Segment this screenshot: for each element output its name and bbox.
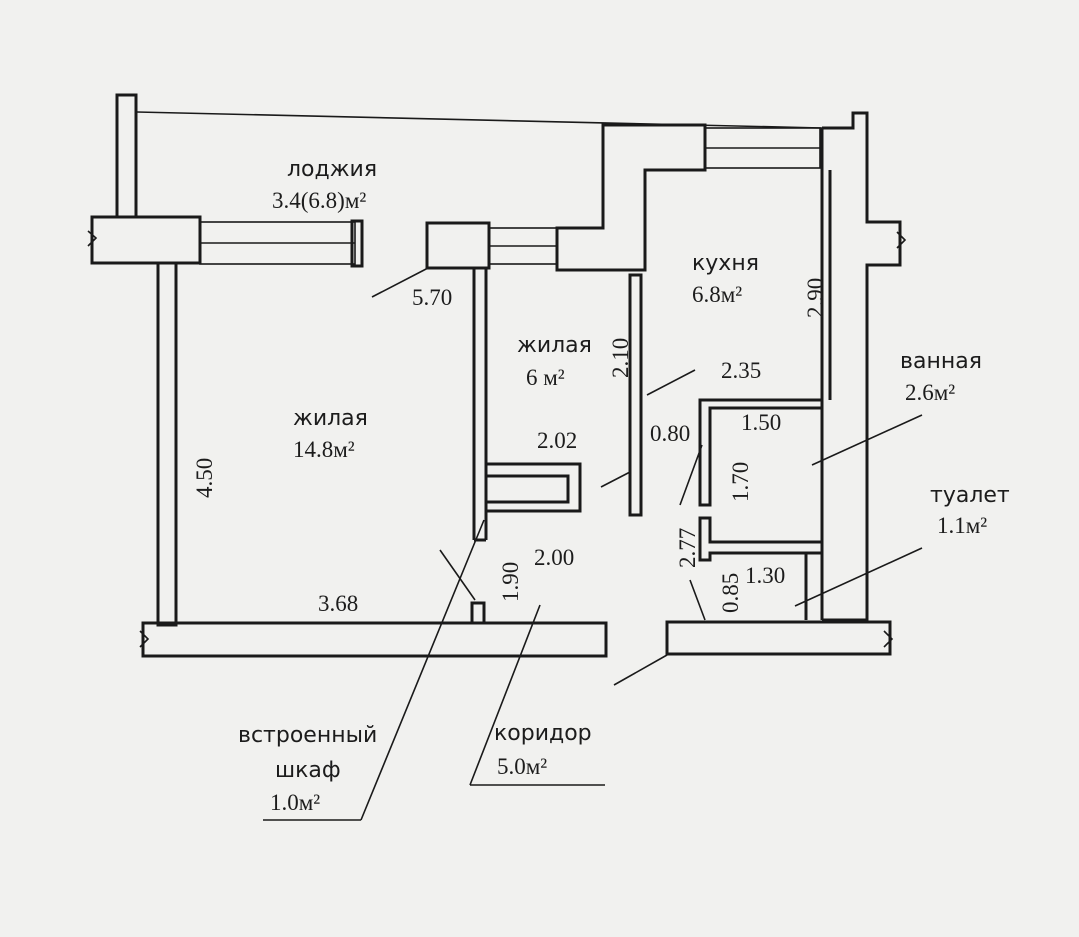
kitchen-name: кухня (692, 251, 759, 276)
right-outer-wall (822, 111, 902, 622)
loggia-name: лоджия (287, 157, 377, 182)
dim-1-50: 1.50 (741, 410, 781, 435)
bottom-wall-right (665, 620, 892, 656)
loggia-area: 3.4(6.8)м² (272, 188, 366, 213)
bathroom-area: 2.6м² (905, 380, 955, 405)
toilet-area: 1.1м² (937, 513, 987, 538)
bathroom-name: ванная (900, 349, 982, 374)
toilet-walls (698, 516, 824, 562)
dim-2-10: 2.10 (608, 338, 633, 378)
closet-name: встроенный (238, 723, 377, 748)
bath-walls (698, 398, 824, 507)
dim-1-90: 1.90 (498, 562, 523, 602)
living-left-wall (156, 261, 178, 627)
closet-area: 1.0м² (270, 790, 320, 815)
roof-line (136, 111, 823, 129)
dim-5-70: 5.70 (412, 285, 452, 310)
kitchen-area: 6.8м² (692, 282, 742, 307)
dim-2-77: 2.77 (675, 528, 700, 568)
living-big-area: 14.8м² (293, 437, 355, 462)
dim-2-90: 2.90 (803, 278, 828, 318)
toilet-name: туалет (930, 483, 1010, 508)
corridor-area: 5.0м² (497, 754, 547, 779)
dim-2-00: 2.00 (534, 545, 574, 570)
bottom-wall-left (141, 621, 608, 658)
loggia-slab-left (90, 215, 202, 265)
column-center (425, 221, 491, 270)
dim-4-50: 4.50 (192, 458, 217, 498)
closet-walls (486, 462, 582, 513)
dim-3-68: 3.68 (318, 591, 358, 616)
dim-2-02: 2.02 (537, 428, 577, 453)
dim-1-30: 1.30 (745, 563, 785, 588)
loggia-left-post (115, 93, 138, 219)
window-left-cap (350, 219, 364, 268)
dim-0-80: 0.80 (650, 421, 690, 446)
living-small-area: 6 м² (526, 365, 565, 390)
living-small-name: жилая (517, 333, 592, 358)
kitchen-wall-upper (555, 123, 707, 272)
dim-0-85: 0.85 (718, 573, 743, 613)
partition-2 (628, 273, 643, 517)
dim-2-35: 2.35 (721, 358, 761, 383)
living-big-name: жилая (293, 406, 368, 431)
dim-1-70: 1.70 (728, 462, 753, 502)
corridor-name: коридор (494, 721, 592, 746)
closet-name-2: шкаф (275, 758, 341, 783)
